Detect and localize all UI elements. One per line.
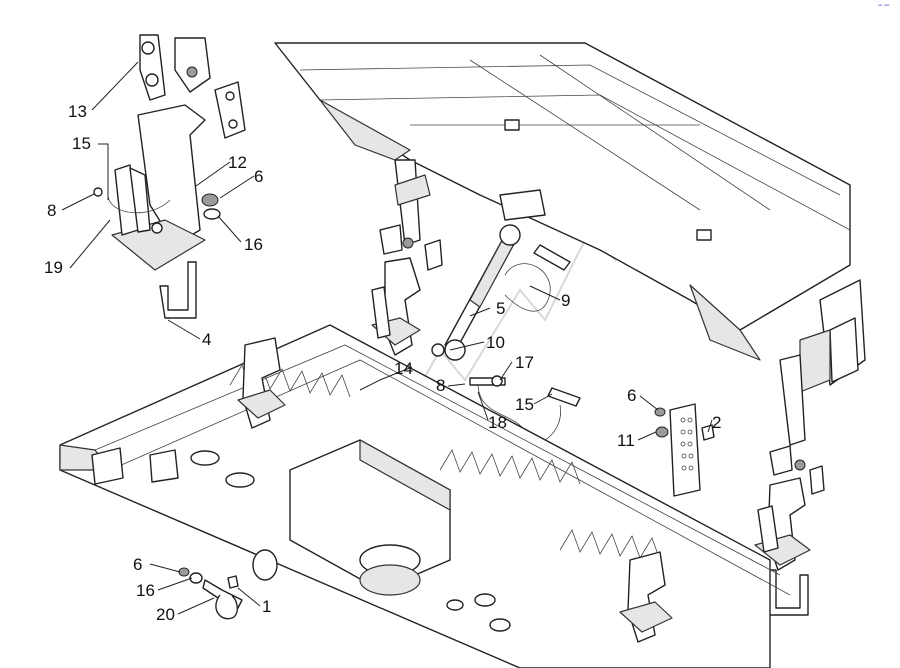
frame-brackets — [237, 337, 673, 643]
callout-15b: 15 — [515, 395, 534, 414]
pin-kit-lower-left — [178, 567, 243, 620]
adjuster-link — [431, 224, 571, 361]
callout-8b: 8 — [436, 376, 445, 395]
leader-lines — [61, 61, 713, 615]
callout-13: 13 — [68, 102, 87, 121]
gearbox — [252, 439, 451, 596]
bracket-assembly-right — [754, 445, 825, 616]
callout-14: 14 — [394, 359, 413, 378]
callout-9: 9 — [561, 291, 570, 310]
callout-18: 18 — [488, 413, 507, 432]
callout-1: 1 — [262, 597, 271, 616]
callout-2: 2 — [712, 413, 721, 432]
callout-labels: 13 15 8 19 12 6 16 4 5 9 10 14 17 8 18 1… — [44, 102, 721, 624]
callout-8: 8 — [47, 201, 56, 220]
corner-mark: ᵃᵇ ˢᵃᵇ — [878, 4, 890, 10]
callout-6c: 6 — [133, 555, 142, 574]
callout-16: 16 — [244, 235, 263, 254]
bracket-assembly-left — [93, 104, 206, 319]
hopper-latch — [504, 119, 520, 131]
bearings — [190, 450, 511, 632]
hopper-latch — [696, 229, 712, 241]
plate-holes — [680, 417, 694, 471]
seed-hopper — [274, 42, 866, 393]
callout-10: 10 — [486, 333, 505, 352]
callout-11: 11 — [617, 431, 635, 450]
nut-washer-left — [201, 193, 221, 220]
callout-17: 17 — [515, 353, 534, 372]
pivot-plates — [139, 34, 246, 139]
callout-5: 5 — [496, 299, 505, 318]
bracket-assembly-center — [371, 224, 443, 356]
callout-20: 20 — [156, 605, 175, 624]
callout-15: 15 — [72, 134, 91, 153]
callout-6b: 6 — [627, 386, 636, 405]
adjust-plate-right — [654, 403, 715, 497]
callout-4: 4 — [202, 330, 211, 349]
callout-19: 19 — [44, 258, 63, 277]
u-bolt — [159, 261, 197, 319]
hopper-supports — [394, 159, 806, 446]
callout-6: 6 — [254, 167, 263, 186]
callout-16b: 16 — [136, 581, 155, 600]
callout-12: 12 — [228, 153, 247, 172]
